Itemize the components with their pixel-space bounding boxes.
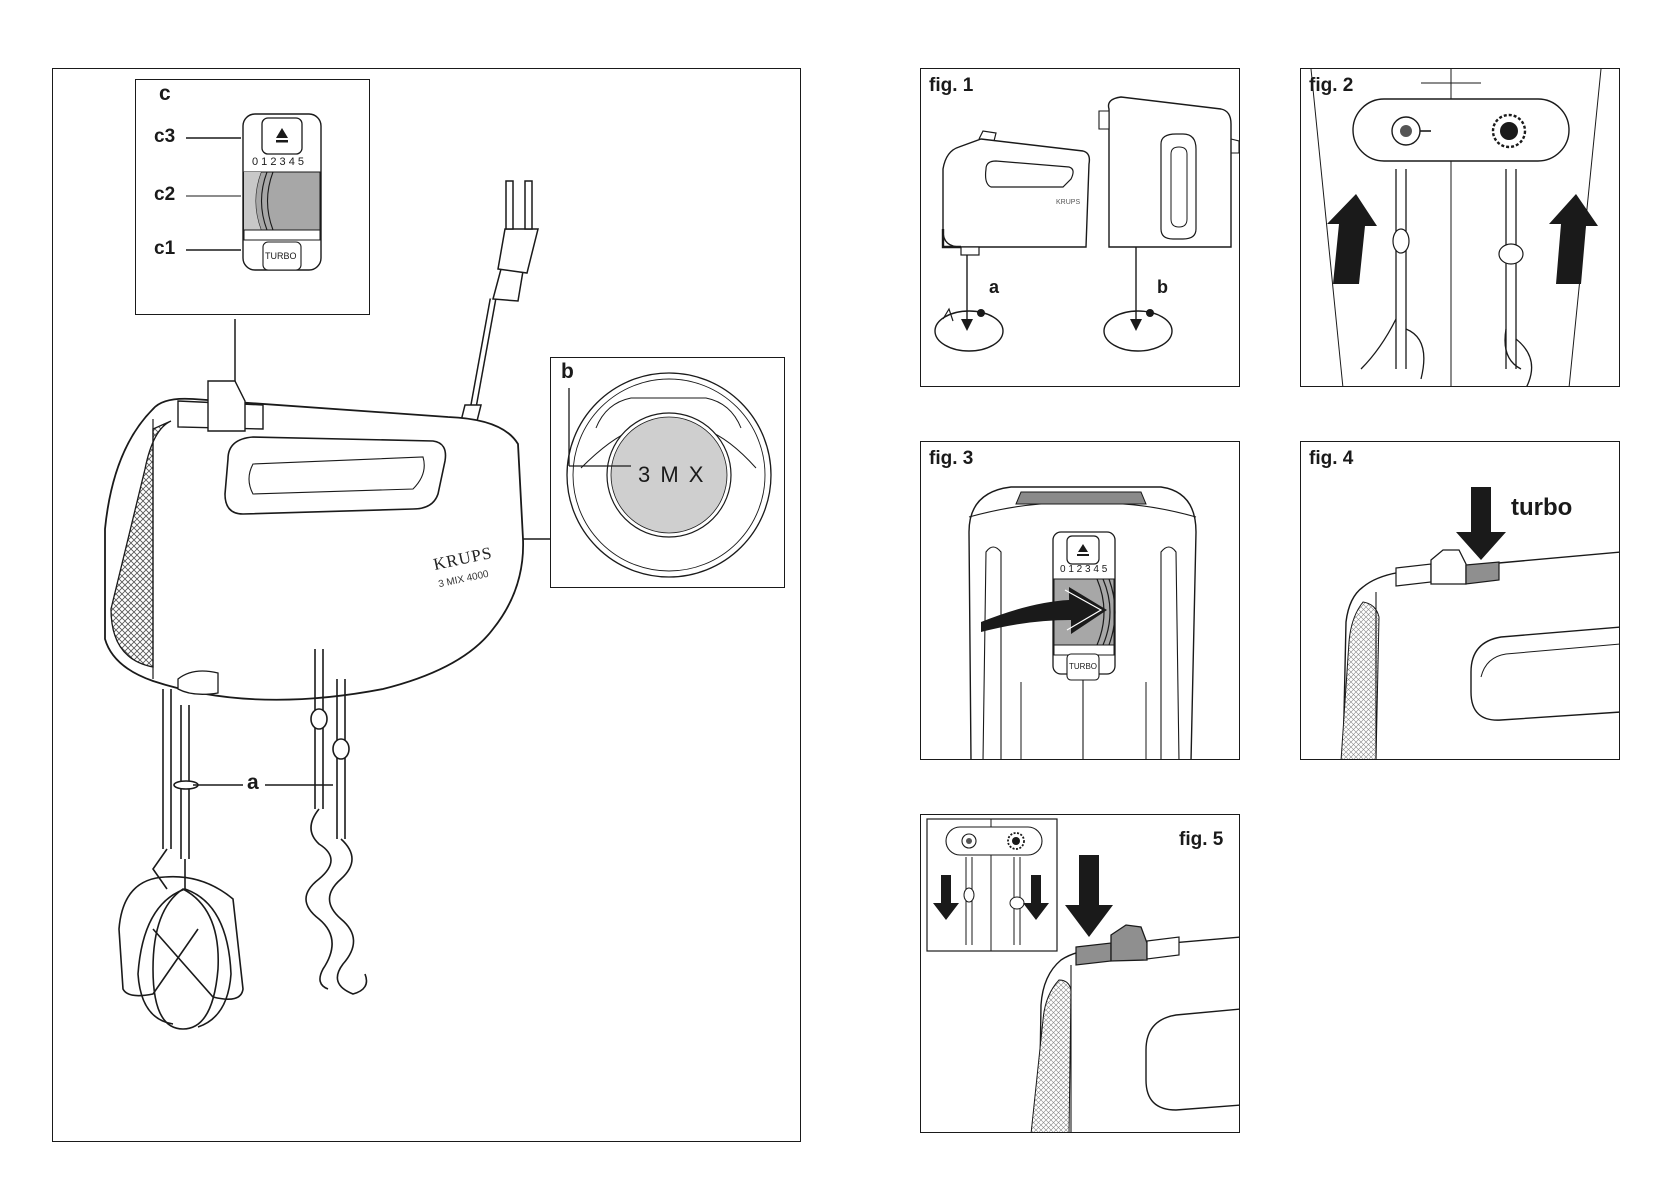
speed-scale: 0 1 2 3 4 5	[252, 156, 304, 168]
whisks	[119, 689, 243, 1029]
fig-1-brand: KRUPS	[1056, 199, 1080, 206]
fig-2-panel: fig. 2	[1300, 68, 1620, 387]
turbo-label: TURBO	[265, 251, 297, 261]
fig-1-panel: fig. 1 KRUPS a b	[920, 68, 1240, 387]
mixer-body	[105, 381, 523, 700]
power-plug	[460, 181, 538, 435]
fig-1-callout-a: a	[989, 277, 999, 298]
inset-b-model-badge: b 3 M X	[550, 357, 785, 588]
accessory-label-a: a	[247, 771, 259, 795]
fig-5-panel: fig. 5	[920, 814, 1240, 1133]
dough-hooks	[306, 649, 367, 994]
fig-5-label: fig. 5	[1179, 829, 1223, 851]
fig-3-turbo-label: TURBO	[1069, 662, 1097, 671]
inset-b-label: b	[561, 360, 574, 384]
inset-c-speed-control: c c3 c2 c1 0 1 2 3 4 5 TURBO	[135, 79, 370, 315]
fig-1-label: fig. 1	[929, 75, 973, 97]
callout-c2: c2	[154, 184, 175, 206]
model-mark: 3 M X	[638, 462, 705, 488]
fig-2-label: fig. 2	[1309, 75, 1353, 97]
inset-c-label: c	[159, 82, 171, 106]
fig-3-speed-scale: 0 1 2 3 4 5	[1060, 564, 1107, 575]
main-illustration-panel: KRUPS 3 MIX 4000 a c c3 c2 c1 0 1 2 3 4 …	[52, 68, 801, 1142]
fig-3-label: fig. 3	[929, 448, 973, 470]
fig-3-panel: fig. 3 0 1 2 3 4 5 TURBO	[920, 441, 1240, 760]
fig-4-turbo-callout: turbo	[1511, 494, 1572, 522]
callout-c3: c3	[154, 126, 175, 148]
fig-4-label: fig. 4	[1309, 448, 1353, 470]
fig-4-panel: fig. 4 turbo	[1300, 441, 1620, 760]
callout-c1: c1	[154, 238, 175, 260]
fig-1-callout-b: b	[1157, 277, 1168, 298]
